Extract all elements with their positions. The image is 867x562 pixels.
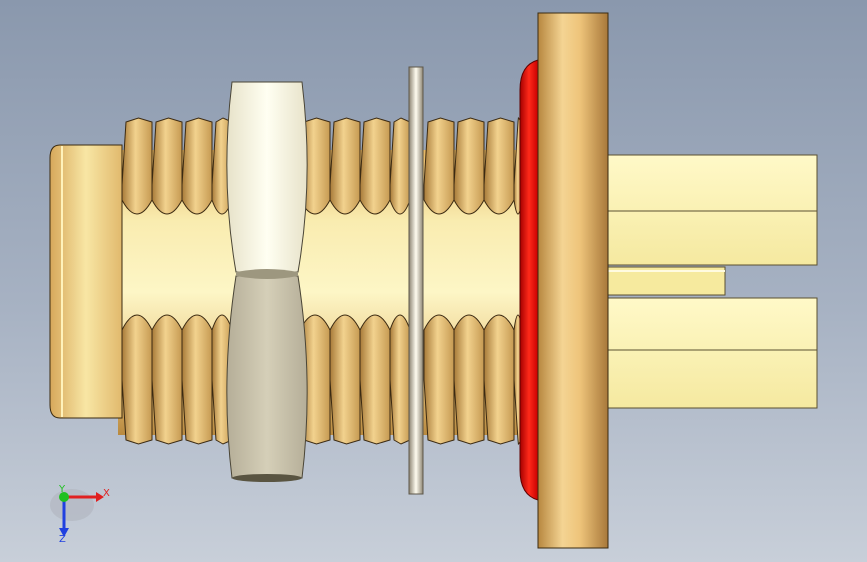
thread-ridge-top (329, 117, 361, 215)
thread-ridges (121, 116, 523, 446)
thread-ridge-top (453, 117, 485, 215)
thread-ridge-bottom (483, 314, 515, 445)
thread-ridge-top (359, 117, 391, 215)
lock-washer (408, 66, 424, 495)
hex-nut (226, 81, 308, 482)
y-axis-dot (59, 492, 69, 502)
z-axis-label: Z (59, 534, 66, 545)
o-ring-gasket (519, 59, 539, 501)
thread-ridge-bottom (299, 314, 331, 445)
axis-triad: X Y Z (50, 484, 110, 545)
thread-ridge-bottom (151, 314, 183, 445)
thread-ridge-bottom (181, 314, 213, 445)
rear-cap (49, 144, 123, 419)
center-pin (606, 266, 726, 296)
thread-ridge-top (121, 117, 153, 215)
y-axis-label: Y (58, 484, 66, 495)
mounting-flange (537, 12, 609, 549)
thread-ridge-bottom (329, 314, 361, 445)
thread-ridge-bottom (423, 314, 455, 445)
thread-ridge-top (389, 117, 411, 215)
thread-ridge-top (423, 117, 455, 215)
pin-top (606, 154, 818, 266)
pin-bottom (606, 297, 818, 409)
thread-ridge-top (151, 117, 183, 215)
thread-ridge-bottom (359, 314, 391, 445)
thread-ridge-top (483, 117, 515, 215)
thread-ridge-bottom (121, 314, 153, 445)
thread-ridge-bottom (453, 314, 485, 445)
thread-ridge-top (181, 117, 213, 215)
x-axis-label: X (103, 488, 110, 499)
thread-ridge-bottom (389, 314, 411, 445)
